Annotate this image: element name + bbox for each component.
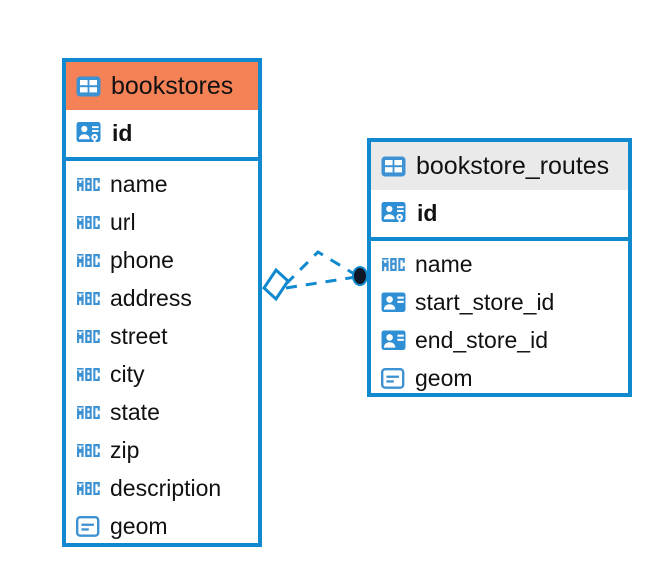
foreign-key-icon [380, 290, 407, 314]
entity-title: bookstore_routes [416, 151, 610, 180]
field-label: name [110, 170, 168, 197]
relationship-line-lower [285, 275, 357, 290]
field-label: zip [110, 436, 140, 463]
fields-section-bookstore-routes: name start_store_id [371, 241, 628, 401]
field-label: id [417, 200, 438, 226]
entity-header-bookstore-routes[interactable]: bookstore_routes [371, 142, 628, 190]
primary-key-section-bookstore-routes: id [371, 190, 628, 241]
field-label: id [112, 120, 133, 146]
entity-table-bookstores[interactable]: bookstores id [62, 58, 262, 547]
field-row-phone[interactable]: phone [66, 241, 258, 279]
fields-section-bookstores: name url [66, 161, 258, 549]
abc-text-icon [75, 403, 102, 421]
abc-text-icon [75, 479, 102, 497]
relationship-line-upper [284, 250, 357, 286]
field-row-end-store-id[interactable]: end_store_id [371, 321, 628, 359]
primary-key-icon [380, 199, 409, 228]
field-row-city[interactable]: city [66, 355, 258, 393]
entity-table-bookstore-routes[interactable]: bookstore_routes [367, 138, 632, 397]
field-row-address[interactable]: address [66, 279, 258, 317]
field-row-primary-key[interactable]: id [66, 110, 258, 157]
filled-circle-marker [352, 266, 368, 286]
field-row-state[interactable]: state [66, 393, 258, 431]
field-row-street[interactable]: street [66, 317, 258, 355]
geometry-icon [75, 514, 102, 539]
field-label: geom [110, 512, 168, 539]
field-row-geom[interactable]: geom [371, 359, 628, 397]
entity-title: bookstores [111, 71, 234, 100]
field-label: start_store_id [415, 288, 555, 315]
field-row-url[interactable]: url [66, 203, 258, 241]
field-row-name[interactable]: name [371, 245, 628, 283]
field-label: description [110, 474, 222, 501]
foreign-key-icon [380, 328, 407, 352]
field-row-geom[interactable]: geom [66, 507, 258, 545]
field-row-zip[interactable]: zip [66, 431, 258, 469]
geometry-icon [380, 366, 407, 391]
abc-text-icon [75, 327, 102, 345]
abc-text-icon [380, 255, 407, 273]
abc-text-icon [75, 441, 102, 459]
field-label: city [110, 360, 145, 387]
entity-header-bookstores[interactable]: bookstores [66, 62, 258, 110]
field-label: phone [110, 246, 174, 273]
field-label: street [110, 322, 168, 349]
field-label: url [110, 208, 136, 235]
primary-key-section-bookstores: id [66, 110, 258, 161]
table-grid-icon [75, 73, 102, 100]
field-label: name [415, 250, 473, 277]
abc-text-icon [75, 175, 102, 193]
abc-text-icon [75, 289, 102, 307]
field-row-start-store-id[interactable]: start_store_id [371, 283, 628, 321]
diamond-outline-marker [262, 267, 290, 302]
abc-text-icon [75, 365, 102, 383]
abc-text-icon [75, 213, 102, 231]
field-label: state [110, 398, 160, 425]
field-row-description[interactable]: description [66, 469, 258, 507]
field-label: address [110, 284, 192, 311]
field-label: end_store_id [415, 326, 548, 353]
field-row-name[interactable]: name [66, 165, 258, 203]
table-grid-icon [380, 153, 407, 180]
primary-key-icon [75, 119, 104, 148]
abc-text-icon [75, 251, 102, 269]
field-row-primary-key[interactable]: id [371, 190, 628, 237]
field-label: geom [415, 364, 473, 391]
